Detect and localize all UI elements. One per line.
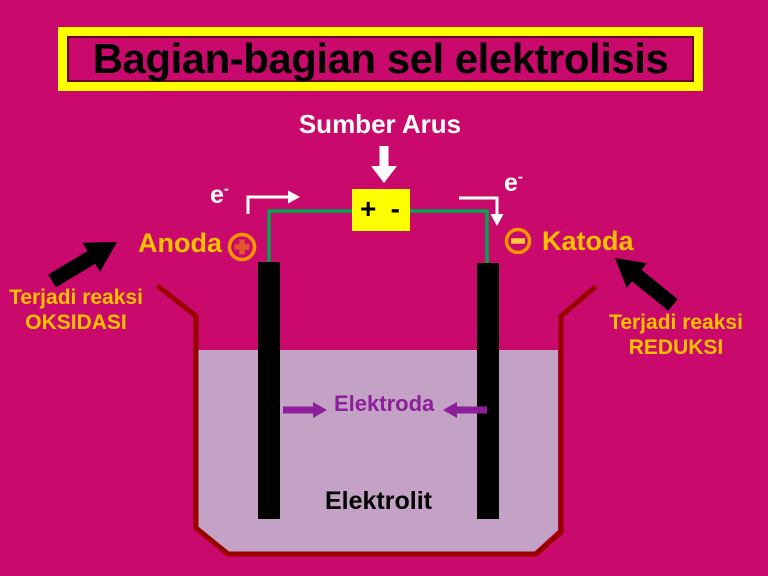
electrode-label: Elektroda <box>334 391 435 416</box>
electrode-right <box>477 263 499 519</box>
page-title: Bagian-bagian sel elektrolisis <box>58 27 703 91</box>
anode-label: Anoda <box>138 228 222 258</box>
electrode-pointer-left-icon <box>283 402 327 418</box>
minus-circle-icon <box>504 227 532 255</box>
electrolyte-label: Elektrolit <box>325 487 432 515</box>
oxidation-note-line2: OKSIDASI <box>25 311 127 334</box>
reduction-note-line1: Terjadi reaksi <box>609 311 743 334</box>
reduction-arrow-icon <box>615 258 678 311</box>
electron-arrow-left-icon <box>246 190 300 214</box>
plus-circle-icon <box>227 232 257 262</box>
electron-label-right: e- <box>504 168 523 197</box>
oxidation-note-line1: Terjadi reaksi <box>9 286 143 309</box>
oxidation-arrow-icon <box>48 242 117 288</box>
current-down-arrow-icon <box>371 146 397 183</box>
power-source-label: Sumber Arus <box>298 109 462 139</box>
electrode-left <box>258 262 280 519</box>
cathode-label: Katoda <box>542 226 634 256</box>
electron-arrow-right-icon <box>459 196 504 226</box>
wire-left <box>267 209 352 264</box>
beaker-outline <box>156 284 597 557</box>
electrolyte-liquid <box>198 350 558 552</box>
wire-right <box>410 209 489 265</box>
battery-minus-label: - <box>390 193 400 224</box>
battery-plus-label: + <box>360 193 377 224</box>
battery: + - <box>352 189 410 231</box>
electrode-pointer-right-icon <box>443 402 487 418</box>
page-title-text: Bagian-bagian sel elektrolisis <box>92 35 669 82</box>
oxidation-note: Terjadi reaksi OKSIDASI <box>0 285 152 335</box>
electron-label-left: e- <box>210 180 229 209</box>
reduction-note-line2: REDUKSI <box>628 336 724 359</box>
reduction-note: Terjadi reaksi REDUKSI <box>600 310 752 360</box>
